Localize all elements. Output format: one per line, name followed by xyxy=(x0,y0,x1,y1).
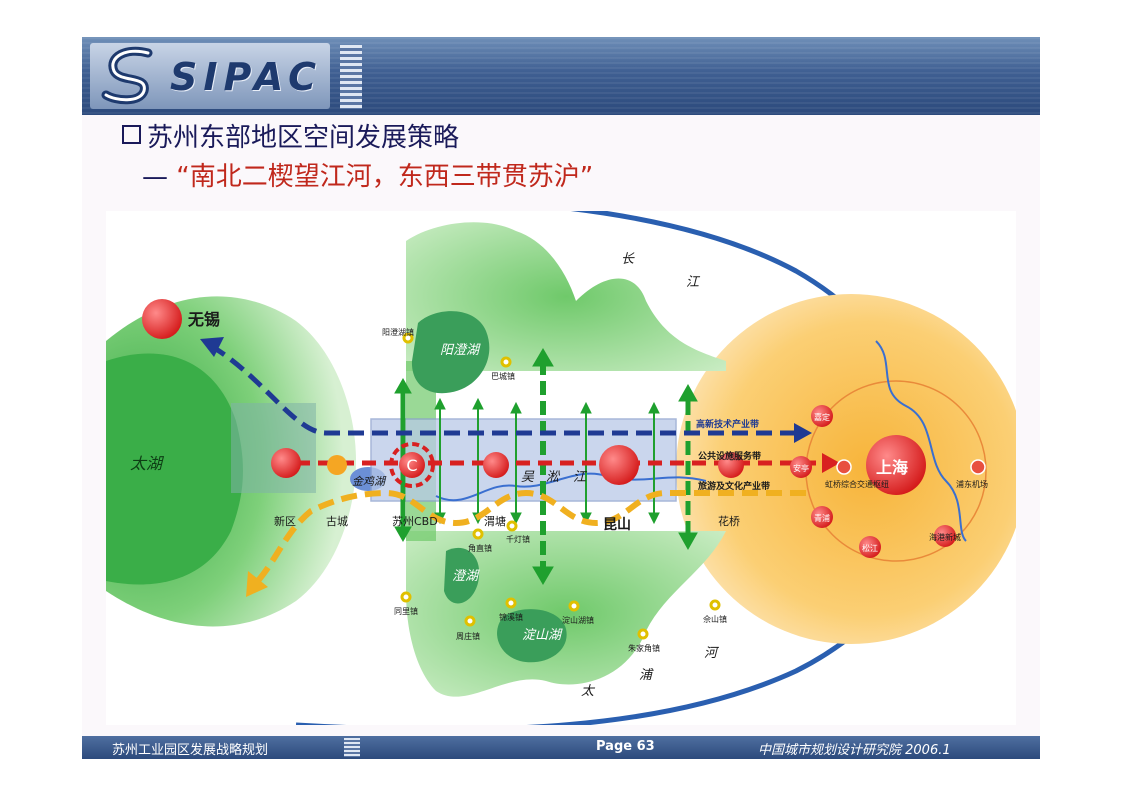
river-char-he: 河 xyxy=(704,646,720,661)
footer-page: Page 63 xyxy=(596,739,655,754)
anting-label: 安亭 xyxy=(793,463,809,473)
slide: SIPAC 苏州东部地区空间发展策略 — “南北二楔望江河，东西三带贯苏沪” xyxy=(82,37,1040,759)
subtitle-text: “南北二楔望江河，东西三带贯苏沪” xyxy=(176,162,594,192)
yangchenghu-lake xyxy=(411,311,490,394)
qingpu-label: 青浦 xyxy=(814,513,830,523)
wusong-river xyxy=(435,472,707,502)
footer-bar: 苏州工业园区发展战略规划 Page 63 中国城市规划设计研究院 2006.1 xyxy=(82,736,1040,759)
town-sheshan: 佘山镇 xyxy=(703,614,727,624)
qingpu-marker xyxy=(811,506,833,528)
strategy-map-svg: C 无锡 太湖 阳澄湖 金鸡湖 独墅湖 xyxy=(106,195,1026,733)
town-bacheng: 巴城镇 xyxy=(491,371,515,381)
blue-belt-arrow xyxy=(214,346,796,436)
river-char-pu: 浦 xyxy=(639,668,654,683)
suzhou-cbd-label: 苏州CBD xyxy=(392,515,438,528)
slide-title: 苏州东部地区空间发展策略 xyxy=(122,117,459,154)
yellow-arrow-head xyxy=(246,571,268,597)
title-text: 苏州东部地区空间发展策略 xyxy=(147,123,460,153)
logo-text: SIPAC xyxy=(170,55,322,99)
red-arrow-head xyxy=(822,453,840,473)
logo: SIPAC xyxy=(90,43,330,109)
pudong-airport-label: 浦东机场 xyxy=(956,479,988,489)
haigang-label: 海港新城 xyxy=(929,532,961,542)
town-jinxi: 锦溪镇 xyxy=(499,612,523,622)
slide-subtitle: — “南北二楔望江河，东西三带贯苏沪” xyxy=(142,156,593,193)
songjiang-label: 松江 xyxy=(862,543,878,553)
town-dianshanhu: 淀山湖镇 xyxy=(562,615,594,625)
dushuhu-label: 独墅湖 xyxy=(356,501,391,514)
huangpu-river xyxy=(875,340,967,542)
town-jiaozhi: 角直镇 xyxy=(468,543,492,553)
green-arrow-8 xyxy=(678,383,698,551)
town-tongli: 同里镇 xyxy=(394,606,418,616)
songjiang-marker xyxy=(859,536,881,558)
footer-bars xyxy=(344,738,360,757)
gucheng-label: 古城 xyxy=(326,515,348,528)
strategy-map: C 无锡 太湖 阳澄湖 金鸡湖 独墅湖 xyxy=(106,195,1026,733)
cbd-marker xyxy=(399,452,425,478)
chenghu-lake xyxy=(444,547,480,604)
yellow-belt-arrow xyxy=(253,489,806,586)
belt-tourism-label: 旅游及文化产业带 xyxy=(698,480,770,492)
cbd-letter: C xyxy=(406,456,417,475)
belt-hitech-label: 高新技术产业带 xyxy=(696,418,759,430)
green-arrow-5 xyxy=(532,348,554,585)
weiting-label: 渭塘 xyxy=(484,514,506,528)
weiting-marker xyxy=(483,452,509,478)
gucheng-marker xyxy=(327,455,347,475)
hongqiao-hub-icon xyxy=(836,459,852,475)
blue-arrow-head-left xyxy=(200,337,224,357)
shanghai-label: 上海 xyxy=(876,458,908,477)
airport-hub-icon xyxy=(970,459,986,475)
xinqu-label: 新区 xyxy=(274,514,296,528)
subtitle-dash: — xyxy=(142,162,168,192)
anting-marker xyxy=(790,456,812,478)
town-qiandeng: 千灯镇 xyxy=(506,534,530,544)
taihu-label: 太湖 xyxy=(130,454,165,473)
kunshan-marker xyxy=(599,445,639,485)
blue-arrow-head-right xyxy=(794,423,812,443)
river-char-wu: 吴 xyxy=(521,470,535,485)
jinjihu-label: 金鸡湖 xyxy=(352,475,387,488)
huaqiao-marker xyxy=(718,452,744,478)
sipac-s-icon xyxy=(101,46,153,105)
xinqu-marker xyxy=(271,448,301,478)
river-char-jiang1: 江 xyxy=(686,275,701,290)
jiading-label: 嘉定 xyxy=(814,412,830,422)
logo-bars xyxy=(340,45,362,109)
jiading-marker xyxy=(811,405,833,427)
chenghu-label: 澄湖 xyxy=(452,569,480,584)
town-yangchenghu: 阳澄湖镇 xyxy=(382,327,414,337)
dianshanhu-lake xyxy=(497,609,567,663)
town-zhujiajiao: 朱家角镇 xyxy=(628,643,660,653)
footer-left: 苏州工业园区发展战略规划 xyxy=(112,743,269,758)
xinqu-block xyxy=(231,403,316,493)
belt-public-label: 公共设施服务带 xyxy=(698,450,761,462)
hongqiao-label: 虹桥综合交通枢纽 xyxy=(825,479,889,489)
header-banner: SIPAC xyxy=(82,37,1040,115)
wuxi-label: 无锡 xyxy=(187,310,220,329)
dianshanhu-label: 淀山湖 xyxy=(522,628,563,643)
river-char-tai: 太 xyxy=(581,684,596,699)
huaqiao-label: 花桥 xyxy=(718,515,740,528)
town-markers xyxy=(400,332,721,640)
south-green-wedge xyxy=(406,531,726,697)
footer-right: 中国城市规划设计研究院 2006.1 xyxy=(758,743,951,758)
haigang-marker xyxy=(934,525,956,547)
taihu-region xyxy=(106,353,243,585)
kunshan-label: 昆山 xyxy=(603,517,631,533)
town-zhouzhuang: 周庄镇 xyxy=(456,631,480,641)
cbd-ring xyxy=(389,442,435,488)
river-char-chang: 长 xyxy=(621,252,635,267)
river-char-song: 淞 xyxy=(546,470,561,485)
wuxi-marker xyxy=(142,299,182,339)
checkbox-bullet-icon xyxy=(122,125,141,144)
shanghai-marker xyxy=(866,435,926,495)
river-char-jiang2: 江 xyxy=(573,470,588,485)
yangchenghu-label: 阳澄湖 xyxy=(440,343,481,358)
